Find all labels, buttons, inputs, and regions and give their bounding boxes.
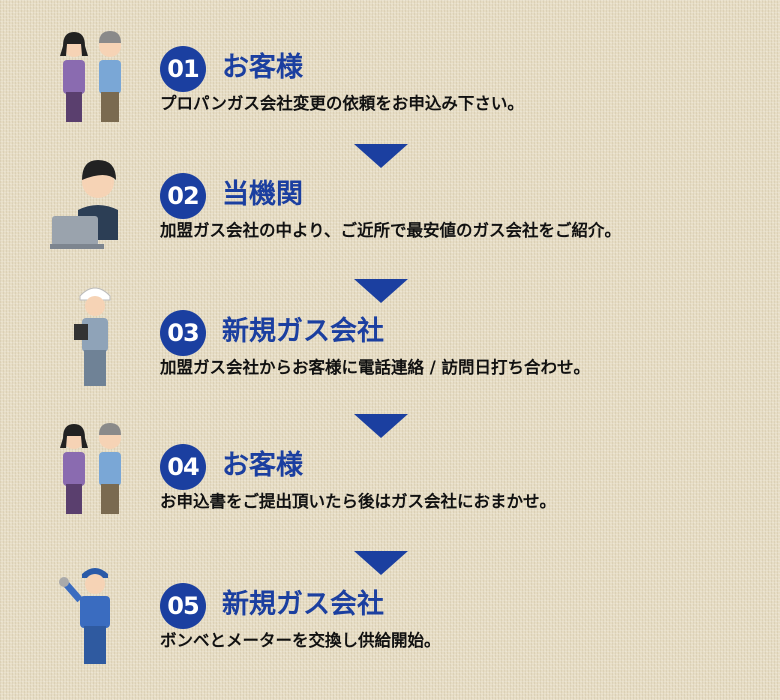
down-arrow-icon	[354, 414, 408, 438]
step-title: 新規ガス会社	[222, 589, 384, 620]
step-description: ボンベとメーターを交換し供給開始。	[160, 631, 441, 650]
operator-icon	[50, 160, 118, 249]
down-arrow-icon	[354, 279, 408, 303]
step-number-badge: 02	[160, 173, 206, 219]
step-title: お客様	[222, 450, 303, 481]
step-number-badge: 01	[160, 46, 206, 92]
couple-icon	[60, 423, 121, 514]
worker-wrench-icon	[59, 568, 110, 664]
step-3: 03 新規ガス会社 加盟ガス会社からお客様に電話連絡 / 訪問日打ち合わせ。	[0, 310, 780, 410]
step-description: お申込書をご提出頂いたら後はガス会社におまかせ。	[160, 492, 556, 511]
down-arrow-icon	[354, 551, 408, 575]
step-number-badge: 04	[160, 444, 206, 490]
step-title: お客様	[222, 52, 303, 83]
step-number-badge: 03	[160, 310, 206, 356]
step-description: 加盟ガス会社からお客様に電話連絡 / 訪問日打ち合わせ。	[160, 358, 591, 377]
step-description: 加盟ガス会社の中より、ご近所で最安値のガス会社をご紹介。	[160, 221, 622, 240]
step-description: プロパンガス会社変更の依頼をお申込み下さい。	[160, 94, 524, 113]
couple-icon	[60, 31, 121, 122]
step-number-badge: 05	[160, 583, 206, 629]
step-2: 02 当機関 加盟ガス会社の中より、ご近所で最安値のガス会社をご紹介。	[0, 173, 780, 273]
step-5: 05 新規ガス会社 ボンベとメーターを交換し供給開始。	[0, 583, 780, 683]
step-1: 01 お客様 プロパンガス会社変更の依頼をお申込み下さい。	[0, 46, 780, 146]
step-4: 04 お客様 お申込書をご提出頂いたら後はガス会社におまかせ。	[0, 444, 780, 544]
step-title: 当機関	[222, 179, 303, 210]
step-title: 新規ガス会社	[222, 316, 384, 347]
down-arrow-icon	[354, 144, 408, 168]
worker-clipboard-icon	[74, 287, 111, 386]
